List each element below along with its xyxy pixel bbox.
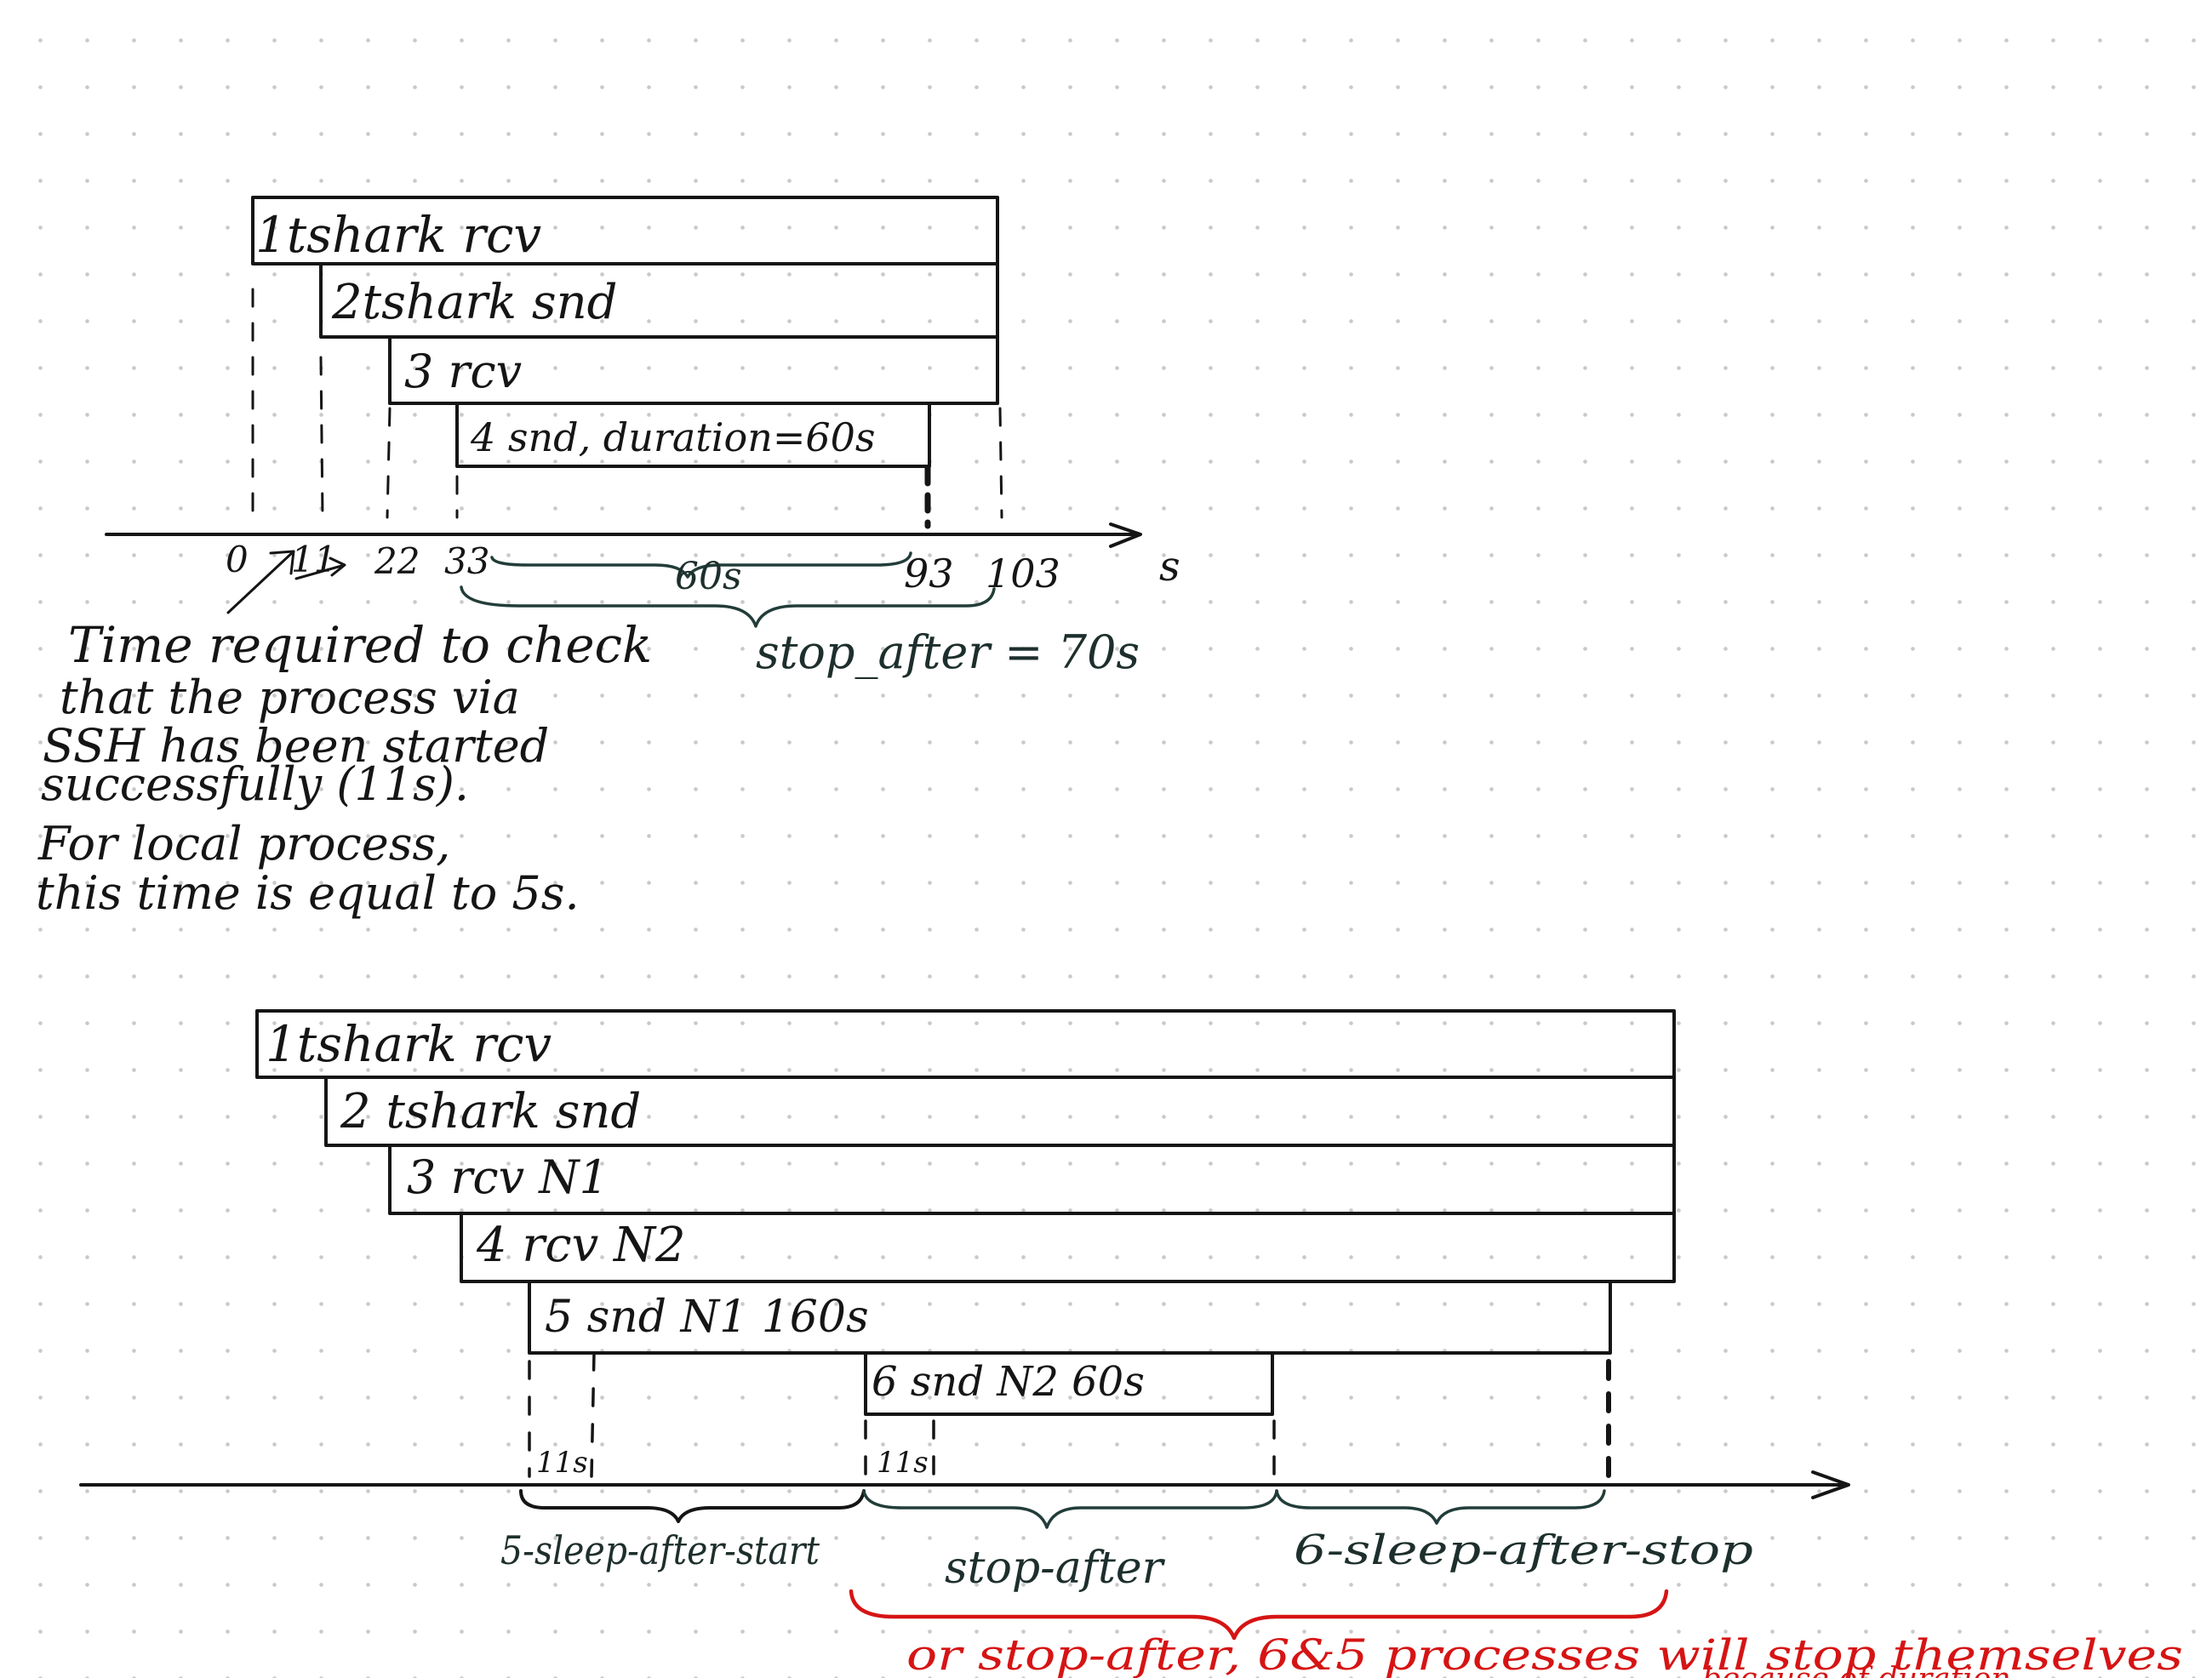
d1-tick-0: 0 xyxy=(226,539,249,580)
d2-red-note-line-1: or stop-after, 6&5 processes will stop t… xyxy=(906,1630,2183,1678)
d1-note-arrow-head xyxy=(269,550,295,575)
d2-gap-label-2: 11s xyxy=(877,1446,929,1480)
d1-tick-22: 22 xyxy=(374,540,420,582)
d2-axis-arrowhead xyxy=(1811,1470,1850,1499)
d2-bar-5-label: 5 snd N1 160s xyxy=(545,1292,869,1343)
d1-bar-4-label: 4 snd, duration=60s xyxy=(470,414,876,460)
d1-axis-unit: s xyxy=(1159,543,1180,591)
d2-dash-5-ready xyxy=(590,1351,596,1478)
d2-brace-sleep-after-stop xyxy=(1275,1489,1606,1525)
d1-tick-103: 103 xyxy=(986,551,1060,596)
d1-note-line-6: this time is equal to 5s. xyxy=(36,866,580,920)
d1-brace-stop-after xyxy=(460,585,996,628)
d2-red-note-line-2: because of duration xyxy=(1702,1662,2011,1678)
d1-bar-4-snd xyxy=(455,402,931,468)
d1-note-line-3: SSH has been started xyxy=(43,719,549,773)
d2-bar-4-label: 4 rcv N2 xyxy=(476,1218,686,1273)
d1-note-line-2: that the process via xyxy=(60,671,520,724)
d1-tick-33: 33 xyxy=(444,540,489,582)
d2-bar-6-snd-n2 xyxy=(864,1351,1274,1416)
d2-red-brace xyxy=(849,1589,1669,1641)
d1-brace-60s-label: 60s xyxy=(675,555,742,598)
d1-bar-3-label: 3 rcv xyxy=(404,345,522,398)
d2-brace-sleep-after-start xyxy=(519,1489,866,1523)
d1-note-line-1: Time required to check xyxy=(68,616,652,674)
d1-note: Time required to check that the process … xyxy=(36,616,652,920)
d1-brace-stop-after-label: stop_after = 70s xyxy=(756,625,1140,679)
d1-note-arrow xyxy=(226,550,295,614)
diagram-1: 1tshark rcv 2tshark snd 3 rcv 4 snd, dur… xyxy=(36,196,1180,920)
d2-label-stop-after: stop-after xyxy=(945,1543,1166,1594)
d1-dash-22 xyxy=(386,407,392,519)
d1-tick-93: 93 xyxy=(904,551,954,596)
d2-bar-3-label: 3 rcv N1 xyxy=(407,1150,609,1204)
d2-bar-1-label: 1tshark rcv xyxy=(266,1015,552,1073)
d1-note-line-5: For local process, xyxy=(37,817,450,870)
d1-note-line-4: successfully (11s). xyxy=(41,757,469,811)
d1-dash-11 xyxy=(319,356,324,519)
d2-label-sleep-after-start: 5-sleep-after-start xyxy=(500,1527,820,1573)
d1-bar-2-label: 2tshark snd xyxy=(331,275,617,330)
d1-dash-103 xyxy=(998,407,1003,519)
d1-small-arrow xyxy=(294,556,346,580)
d2-gap-label-1: 11s xyxy=(536,1446,588,1480)
diagram-2: 1tshark rcv 2 tshark snd 3 rcv N1 4 rcv … xyxy=(79,1009,2183,1678)
d2-bar-2-label: 2 tshark snd xyxy=(340,1084,641,1139)
d2-brace-stop-after xyxy=(862,1489,1278,1529)
d1-axis-arrowhead xyxy=(1109,522,1142,548)
d2-label-sleep-after-stop: 6-sleep-after-stop xyxy=(1294,1527,1753,1574)
d1-bar-1-label: 1tshark rcv xyxy=(255,206,541,264)
d1-brace-60s xyxy=(490,551,912,579)
d2-bar-6-label: 6 snd N2 60s xyxy=(872,1358,1145,1406)
